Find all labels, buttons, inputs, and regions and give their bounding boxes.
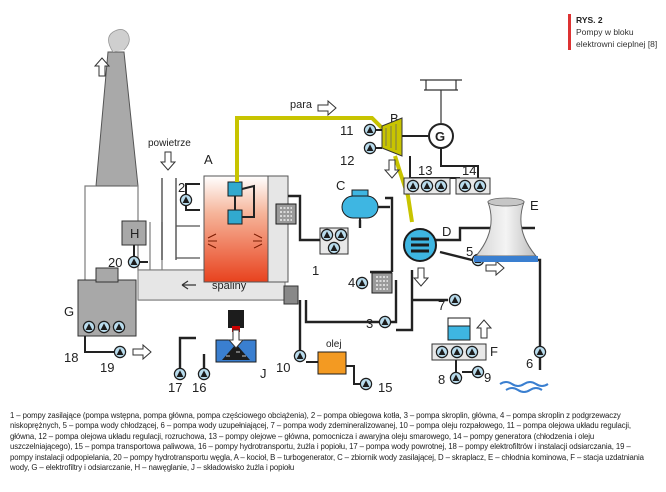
label-A: A — [204, 152, 213, 167]
pump-7 — [448, 293, 462, 307]
label-19: 19 — [100, 360, 114, 375]
label-9: 9 — [484, 370, 491, 385]
pump-20 — [127, 255, 141, 269]
pump-13a — [406, 179, 420, 193]
air-intake: powietrze — [148, 138, 191, 260]
cooling-water-arrow — [485, 260, 505, 276]
pump-19 — [113, 345, 127, 359]
pump-18b — [97, 320, 111, 334]
pump-11 — [363, 123, 377, 137]
label-18: 18 — [64, 350, 78, 365]
label-C: C — [336, 178, 345, 193]
air-down-arrow — [160, 151, 176, 171]
pump-13b — [420, 179, 434, 193]
pump-1c — [327, 241, 341, 255]
ash-hopper — [228, 310, 244, 328]
label-12: 12 — [340, 153, 354, 168]
pump-F-b — [450, 345, 464, 359]
pump-3 — [378, 315, 392, 329]
label-E: E — [530, 198, 539, 213]
figure-caption: RYS. 2 Pompy w bloku elektrowni cieplnej… — [568, 14, 666, 50]
label-J: J — [260, 366, 267, 381]
ash-yard-J: J — [215, 329, 267, 381]
pump-9 — [471, 365, 485, 379]
label-10: 10 — [276, 360, 290, 375]
label-2: 2 — [178, 180, 185, 195]
label-16: 16 — [192, 380, 206, 395]
oil-label: olej — [326, 339, 342, 350]
power-line — [420, 79, 462, 124]
lp-heater — [371, 272, 393, 294]
pump-17 — [173, 367, 187, 381]
burner-flames — [207, 233, 263, 249]
label-8: 8 — [438, 372, 445, 387]
pump-6 — [533, 345, 547, 359]
pump-1b — [334, 228, 348, 242]
chimney — [94, 29, 139, 187]
pump-13c — [434, 179, 448, 193]
label-D: D — [442, 224, 451, 239]
power-plant-pump-diagram: spaliny G 18 19 H 20 powietrze 2 A — [64, 29, 549, 395]
label-13: 13 — [418, 163, 432, 178]
label-5: 5 — [466, 244, 473, 259]
pump-F-c — [465, 345, 479, 359]
river-water — [499, 381, 549, 393]
label-B: B — [390, 111, 399, 126]
turbogenerator-B: B G — [381, 79, 462, 157]
water-treatment-F: 7 F 8 9 — [431, 293, 498, 387]
pump-4 — [355, 276, 369, 290]
treated-water-arrow — [476, 319, 492, 339]
steam-label: para — [290, 99, 313, 111]
hp-heater — [275, 203, 297, 225]
air-label: powietrze — [148, 138, 191, 149]
flue-gas-arrow — [181, 280, 196, 290]
generator-label: G — [435, 129, 445, 144]
pump-15 — [359, 377, 373, 391]
label-11: 11 — [340, 123, 354, 138]
label-17: 17 — [168, 380, 182, 395]
pump-18c — [112, 320, 126, 334]
label-20: 20 — [108, 255, 122, 270]
electrofilter-G: G 18 19 — [64, 267, 152, 375]
label-14: 14 — [462, 163, 476, 178]
condenser-D: D — [403, 224, 451, 262]
label-H: H — [130, 226, 139, 241]
chimney-smoke — [108, 29, 130, 53]
cooling-tower-E: E — [474, 197, 539, 262]
label-15: 15 — [378, 380, 392, 395]
pump-14a — [458, 179, 472, 193]
pump-18a — [82, 320, 96, 334]
condensate-arrow — [413, 267, 429, 287]
ash-arrow — [132, 344, 152, 360]
label-F: F — [490, 344, 498, 359]
coal-handling-H: H 20 — [108, 220, 148, 270]
boiler-drum — [227, 181, 243, 197]
steam-arrow — [317, 100, 337, 116]
pump-14b — [473, 179, 487, 193]
oil-tank — [317, 351, 347, 375]
figure-number: RYS. 2 — [576, 15, 603, 25]
label-G: G — [64, 304, 74, 319]
pump-12 — [363, 141, 377, 155]
label-6: 6 — [526, 356, 533, 371]
pump-10 — [293, 349, 307, 363]
label-7: 7 — [438, 298, 445, 313]
boiler-A: A — [203, 152, 299, 332]
flue-gas-label: spaliny — [212, 280, 247, 292]
boiler-superheater — [227, 209, 243, 225]
label-1: 1 — [312, 263, 319, 278]
pump-F-a — [435, 345, 449, 359]
feedwater-tank-C: C — [336, 178, 379, 228]
pump-2 — [179, 193, 193, 207]
label-4: 4 — [348, 275, 355, 290]
pump-1a — [320, 228, 334, 242]
figure-title: Pompy w bloku elektrowni cieplnej [8] — [576, 27, 658, 49]
pump-8 — [449, 371, 463, 385]
diagram-legend: 1 – pompy zasilające (pompa wstępna, pom… — [10, 411, 644, 473]
label-3: 3 — [366, 316, 373, 331]
pump-16 — [197, 367, 211, 381]
